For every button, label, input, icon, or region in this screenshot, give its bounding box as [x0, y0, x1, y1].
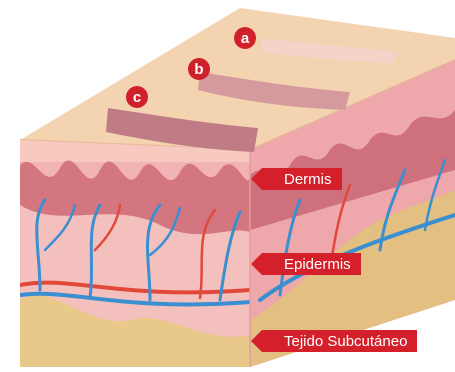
label-dermis: Dermis: [262, 168, 342, 190]
label-epidermis-text: Epidermis: [284, 256, 351, 273]
front-face: [20, 140, 250, 367]
label-dermis-text: Dermis: [284, 171, 332, 188]
label-epidermis: Epidermis: [262, 253, 361, 275]
label-tejido-subcutaneo: Tejido Subcutáneo: [262, 330, 417, 352]
label-tejido-subcutaneo-text: Tejido Subcutáneo: [284, 333, 407, 350]
marker-b: b: [188, 58, 210, 80]
marker-a: a: [234, 27, 256, 49]
marker-c: c: [126, 86, 148, 108]
